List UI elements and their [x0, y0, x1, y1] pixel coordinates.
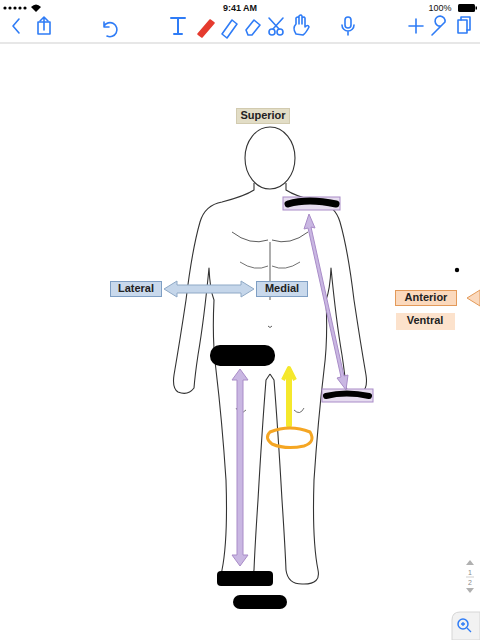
body-outline	[174, 127, 367, 584]
battery-percent: 100%	[428, 3, 451, 13]
direction-label: Superior	[236, 108, 290, 124]
redacted-marks	[210, 197, 373, 609]
toolbar-icons	[13, 15, 470, 38]
page-number: 2	[468, 579, 472, 586]
direction-arrow	[164, 281, 254, 297]
purple-arrows	[232, 214, 348, 566]
yellow-arrow	[283, 368, 295, 425]
page-indicator	[466, 560, 474, 593]
status-time: 9:41 AM	[223, 3, 257, 13]
node-text: Anterior	[405, 291, 448, 304]
status-icons	[3, 4, 477, 12]
toolbar-divider	[0, 43, 480, 44]
direction-label: Lateral	[110, 281, 162, 297]
node-text: Superior	[240, 109, 285, 122]
node-text: Medial	[265, 282, 299, 295]
dot	[455, 268, 459, 272]
cut-arrow	[467, 290, 480, 306]
zoom-button	[452, 612, 480, 640]
page-number: 1	[468, 569, 472, 576]
node-text: Ventral	[407, 314, 444, 327]
node-text: Lateral	[118, 282, 154, 295]
knee-circle	[267, 428, 312, 448]
direction-label: Ventral	[396, 313, 455, 330]
direction-label: Medial	[256, 281, 308, 297]
direction-label: Anterior	[395, 290, 457, 306]
